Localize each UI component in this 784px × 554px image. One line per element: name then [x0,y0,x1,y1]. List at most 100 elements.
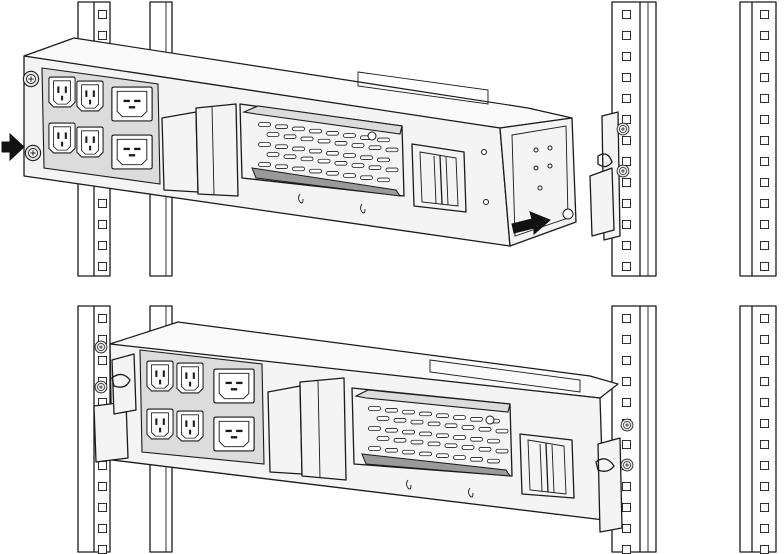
vent-slot [275,124,288,130]
vent-slot [368,165,382,171]
rack-hole [98,241,107,250]
vent-slot [351,143,365,148]
vent-slot [385,167,399,173]
vent-slot [487,438,500,444]
vent-slot [368,145,382,151]
rack-hole [760,503,769,512]
rack-hole [622,545,631,554]
vent-slot [402,449,415,455]
vent-slot [275,144,288,150]
screw-icon [616,164,630,178]
vent-slot [453,435,466,440]
vent-slot [402,429,415,435]
vent-slot [368,406,381,411]
panel-top [1,1,777,277]
socket-icon [213,416,255,452]
rack-hole [760,440,769,449]
rack-hole [98,314,107,323]
vent-slot [385,407,398,413]
rack-hole [98,356,107,365]
socket-icon [213,368,255,404]
vent-slot [317,158,331,164]
vent-slot [444,423,458,429]
rack-hole [622,10,631,19]
vent-slot [461,445,475,450]
vent-slot [258,122,271,127]
vent-slot [393,417,407,423]
vent-slot [419,431,432,437]
rack-hole [622,199,631,208]
vent-slot [258,142,271,147]
vent-slot [360,175,373,181]
screw-icon [24,144,42,162]
rack-hole [760,136,769,145]
vent-slot [410,439,424,445]
rack-hole [622,73,631,82]
rack-hole [760,94,769,103]
vent-slot [343,173,356,178]
rack-hole [622,115,631,124]
pdu-unit-top [22,37,577,247]
rack-hole [622,524,631,533]
vent-slot [292,126,305,132]
rack-hole [622,356,631,365]
vent-slot [376,416,390,421]
rack-hole [622,398,631,407]
screw-icon [620,458,634,472]
vent-slot [410,419,424,425]
vent-slot [470,456,483,462]
rack-hole [622,482,631,491]
vent-slot [368,426,381,431]
pdu-unit-bottom [109,321,619,521]
rack-hole [760,335,769,344]
rack-hole [760,157,769,166]
rack-hole [622,178,631,187]
socket-icon [146,360,174,392]
rack-hole [622,157,631,166]
rack-hole [98,461,107,470]
rack-hole [760,241,769,250]
screw-icon [94,340,108,354]
rack-rail-right-bottom [611,305,777,554]
vent-slot [419,451,432,457]
vent-slot [470,436,483,442]
vent-slot [334,140,348,146]
vent-slot [453,415,466,420]
rack-hole [98,503,107,512]
vent-slot [266,152,280,157]
bracket-icon [93,340,137,463]
socket-icon [176,362,204,394]
vent-slot [453,455,466,460]
vent-slot [326,150,339,156]
rack-hole [760,419,769,428]
socket-icon [176,410,204,442]
vent-slot [326,130,339,136]
vent-slot [495,428,509,434]
vent-slot [368,446,381,451]
vent-slot [436,433,449,439]
vent-slot [309,148,322,154]
bracket-icon [595,418,634,533]
rack-hole [760,356,769,365]
vent-slot [309,168,322,174]
panel-bottom [77,305,777,554]
rack-hole [622,335,631,344]
vent-slot [436,453,449,459]
screw-icon [616,122,630,136]
bracket-icon [589,111,630,241]
socket-icon [76,80,104,112]
vent-slot [377,137,390,143]
vent-slot [275,164,288,170]
rack-hole [760,199,769,208]
vent-slot [461,425,475,430]
vent-slot [283,134,297,140]
rack-hole [622,262,631,271]
rack-hole [760,461,769,470]
vent-slot [300,136,314,142]
rack-rail-right-top [611,1,777,277]
vent-slot [427,421,441,427]
rack-hole [760,73,769,82]
rack-hole [760,545,769,554]
socket-icon [111,86,153,122]
